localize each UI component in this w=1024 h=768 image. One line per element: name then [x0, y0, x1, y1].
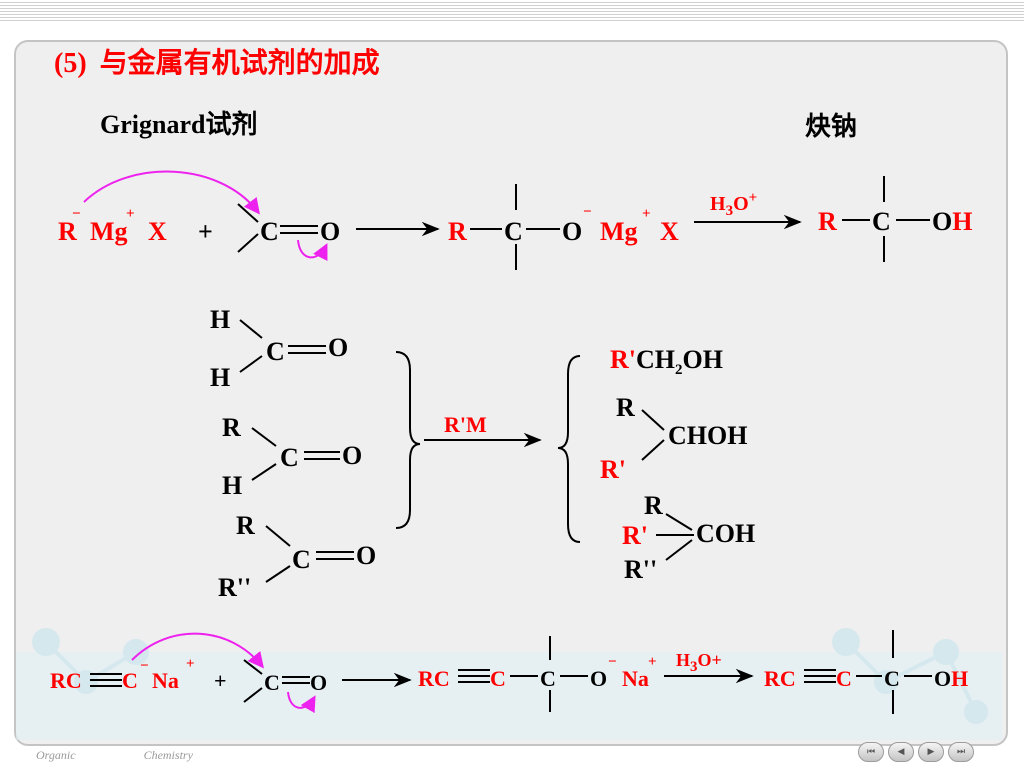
formaldehyde: H C O H	[210, 305, 348, 392]
svg-text:OH: OH	[934, 666, 968, 691]
svg-text:X: X	[660, 217, 679, 246]
footer-organic: Organic	[36, 748, 76, 762]
svg-text:R': R'	[600, 455, 626, 484]
svg-text:C: C	[260, 217, 279, 246]
secondary-alcohol: R CHOH R'	[600, 393, 747, 484]
svg-text:+: +	[214, 668, 227, 693]
next-slide-button[interactable]: ▶	[918, 742, 944, 762]
svg-text:+: +	[642, 206, 651, 222]
svg-text:O: O	[310, 670, 327, 695]
svg-text:OH: OH	[932, 207, 972, 236]
grignard-reaction: R − Mg + X + C O R C O − Mg + X H3O+ R C…	[58, 170, 972, 270]
svg-text:RC: RC	[50, 668, 82, 693]
svg-text:R'CH2OH: R'CH2OH	[610, 345, 723, 378]
svg-text:−: −	[72, 206, 81, 222]
svg-text:COH: COH	[696, 519, 755, 548]
svg-text:C: C	[490, 666, 506, 691]
svg-text:H: H	[210, 363, 230, 392]
right-group-brace	[557, 355, 581, 543]
svg-text:CHOH: CHOH	[668, 421, 747, 450]
svg-text:C: C	[280, 443, 299, 472]
primary-alcohol: R'CH2OH	[610, 345, 723, 378]
svg-text:O: O	[320, 217, 340, 246]
svg-text:C: C	[836, 666, 852, 691]
svg-text:O: O	[342, 441, 362, 470]
svg-text:R: R	[58, 217, 77, 246]
svg-text:R: R	[818, 207, 837, 236]
svg-text:O: O	[562, 217, 582, 246]
svg-text:R': R'	[622, 521, 648, 550]
molecule-background-decoration	[16, 628, 1002, 740]
previous-slide-button[interactable]: ◀	[888, 742, 914, 762]
svg-text:C: C	[122, 668, 138, 693]
svg-text:Na: Na	[152, 668, 179, 693]
svg-text:C: C	[266, 337, 285, 366]
svg-text:R'': R''	[624, 555, 657, 584]
svg-text:C: C	[504, 217, 523, 246]
svg-text:X: X	[148, 217, 167, 246]
aldehyde: R C O H	[222, 413, 362, 500]
svg-text:−: −	[140, 658, 149, 674]
svg-text:+: +	[198, 217, 213, 246]
svg-text:RC: RC	[418, 666, 450, 691]
svg-text:H3O+: H3O+	[676, 650, 722, 675]
last-slide-button[interactable]: ⏭	[948, 742, 974, 762]
svg-text:Mg: Mg	[90, 217, 128, 246]
svg-text:H: H	[210, 305, 230, 334]
svg-text:O: O	[356, 541, 376, 570]
svg-text:+: +	[186, 656, 195, 672]
first-slide-button[interactable]: ⏮	[858, 742, 884, 762]
svg-text:+: +	[648, 654, 657, 670]
section-heading: (5) 与金属有机试剂的加成	[54, 46, 380, 79]
svg-text:C: C	[540, 666, 556, 691]
sodium-acetylide-label: 炔钠	[805, 112, 857, 142]
svg-text:R: R	[236, 511, 255, 540]
tertiary-alcohol: R R' COH R''	[622, 491, 755, 584]
svg-text:R: R	[448, 217, 467, 246]
left-group-brace	[395, 351, 421, 529]
svg-text:−: −	[608, 654, 617, 670]
svg-text:−: −	[583, 204, 592, 220]
svg-text:C: C	[292, 545, 311, 574]
svg-text:+: +	[126, 206, 135, 222]
svg-text:R: R	[644, 491, 663, 520]
grignard-label: Grignard试剂	[100, 110, 257, 140]
svg-text:C: C	[264, 670, 280, 695]
footer-text: Organic Chemistry	[36, 748, 193, 763]
svg-text:Mg: Mg	[600, 217, 638, 246]
svg-text:RC: RC	[764, 666, 796, 691]
svg-text:C: C	[872, 207, 891, 236]
ketone: R C O R''	[218, 511, 376, 602]
footer-chemistry: Chemistry	[143, 748, 193, 762]
slide-panel	[14, 40, 1008, 746]
svg-text:R: R	[222, 413, 241, 442]
svg-text:O: O	[590, 666, 607, 691]
svg-text:R: R	[616, 393, 635, 422]
slide-navigation: ⏮ ◀ ▶ ⏭	[858, 742, 974, 762]
top-stripe	[0, 0, 1024, 22]
svg-text:R'': R''	[218, 573, 251, 602]
rm-reagent: R'M	[444, 412, 487, 437]
acetylide-reaction: RC C − Na + + C O RC C C O − Na + H3O+ R…	[50, 630, 968, 714]
svg-text:C: C	[884, 666, 900, 691]
svg-text:H: H	[222, 471, 242, 500]
svg-text:Na: Na	[622, 666, 649, 691]
svg-text:H3O+: H3O+	[710, 190, 757, 219]
svg-text:O: O	[328, 333, 348, 362]
